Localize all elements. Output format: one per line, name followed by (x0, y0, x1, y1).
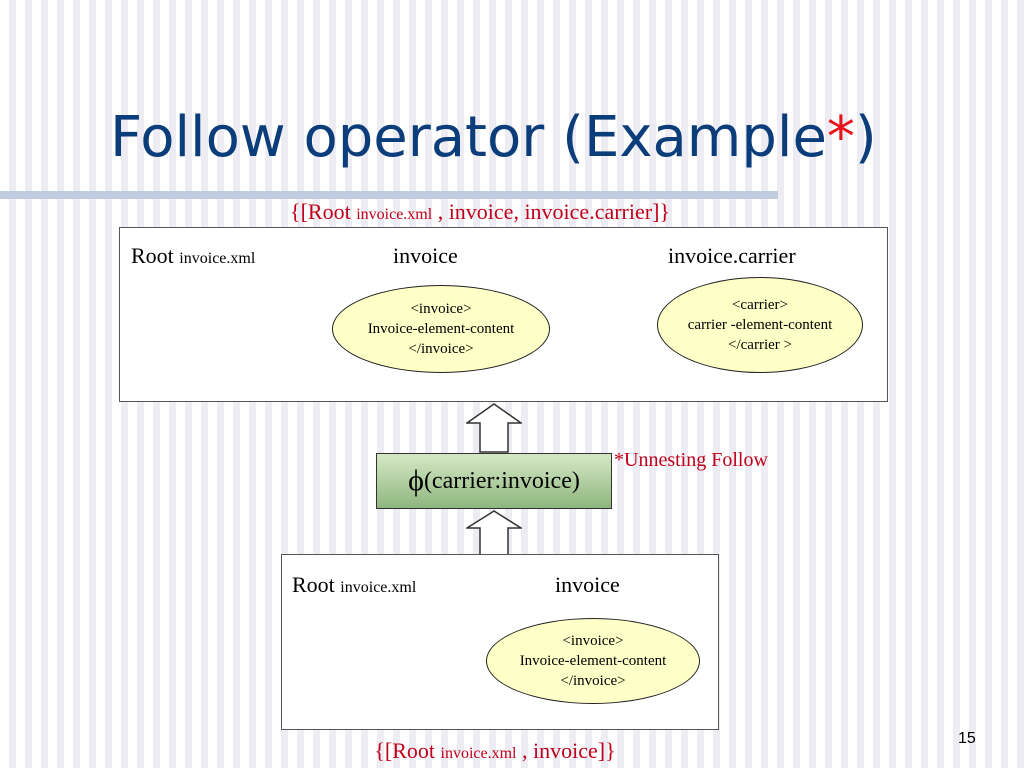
oval-line: </invoice> (408, 341, 474, 357)
oval-line: <invoice> (562, 633, 624, 649)
top-tuple: {[Root invoice.xml , invoice, invoice.ca… (250, 199, 710, 225)
top-root-label: Root invoice.xml (131, 243, 255, 269)
oval-line: </invoice> (560, 673, 626, 689)
up-arrow-upper (466, 403, 522, 453)
top-carrier-oval: <carrier> carrier -element-content </car… (657, 277, 863, 373)
phi-symbol: ϕ (408, 464, 424, 497)
top-invoice-oval: <invoice> Invoice-element-content </invo… (332, 285, 550, 373)
oval-line: Invoice-element-content (519, 653, 667, 669)
bottom-invoice-header: invoice (555, 572, 620, 597)
bottom-root-text: Root (292, 572, 335, 597)
top-carrier-header: invoice.carrier (668, 243, 796, 268)
top-tuple-open: {[Root (290, 199, 351, 224)
up-arrow-lower (466, 510, 522, 556)
title-asterisk: * (826, 105, 855, 170)
bottom-tuple-box: Root invoice.xml invoice <invoice> Invoi… (281, 554, 719, 730)
bottom-tuple-rest: , invoice]} (522, 738, 616, 763)
oval-line: <carrier> (731, 297, 789, 313)
top-tuple-box: Root invoice.xml invoice invoice.carrier… (119, 227, 888, 402)
bottom-root-label: Root invoice.xml (292, 572, 416, 598)
slide-title-text: Follow operator (Example (110, 105, 827, 170)
slide-title: Follow operator (Example*) (110, 103, 877, 173)
oval-line: <invoice> (410, 301, 472, 317)
follow-operator-box: ϕ(carrier:invoice) (376, 453, 612, 509)
bottom-root-doc: invoice.xml (340, 579, 417, 596)
top-invoice-header: invoice (393, 243, 458, 268)
page-number: 15 (958, 730, 976, 747)
bottom-tuple-open: {[Root (374, 738, 436, 763)
top-tuple-rest: , invoice, invoice.carrier]} (437, 199, 670, 224)
oval-line: Invoice-element-content (367, 321, 515, 337)
bottom-invoice-oval: <invoice> Invoice-element-content </invo… (486, 618, 700, 704)
operator-label: (carrier:invoice) (423, 467, 580, 494)
title-underline-rule (0, 191, 778, 199)
bottom-tuple: {[Root invoice.xml , invoice]} (320, 738, 670, 764)
unnesting-follow-note: *Unnesting Follow (614, 449, 768, 471)
top-tuple-doc: invoice.xml (356, 206, 433, 223)
title-close-paren: ) (854, 105, 877, 170)
oval-line: carrier -element-content (687, 317, 833, 333)
oval-line: </carrier > (728, 337, 792, 353)
top-root-text: Root (131, 243, 174, 268)
bottom-tuple-doc: invoice.xml (440, 745, 517, 762)
top-root-doc: invoice.xml (179, 250, 256, 267)
